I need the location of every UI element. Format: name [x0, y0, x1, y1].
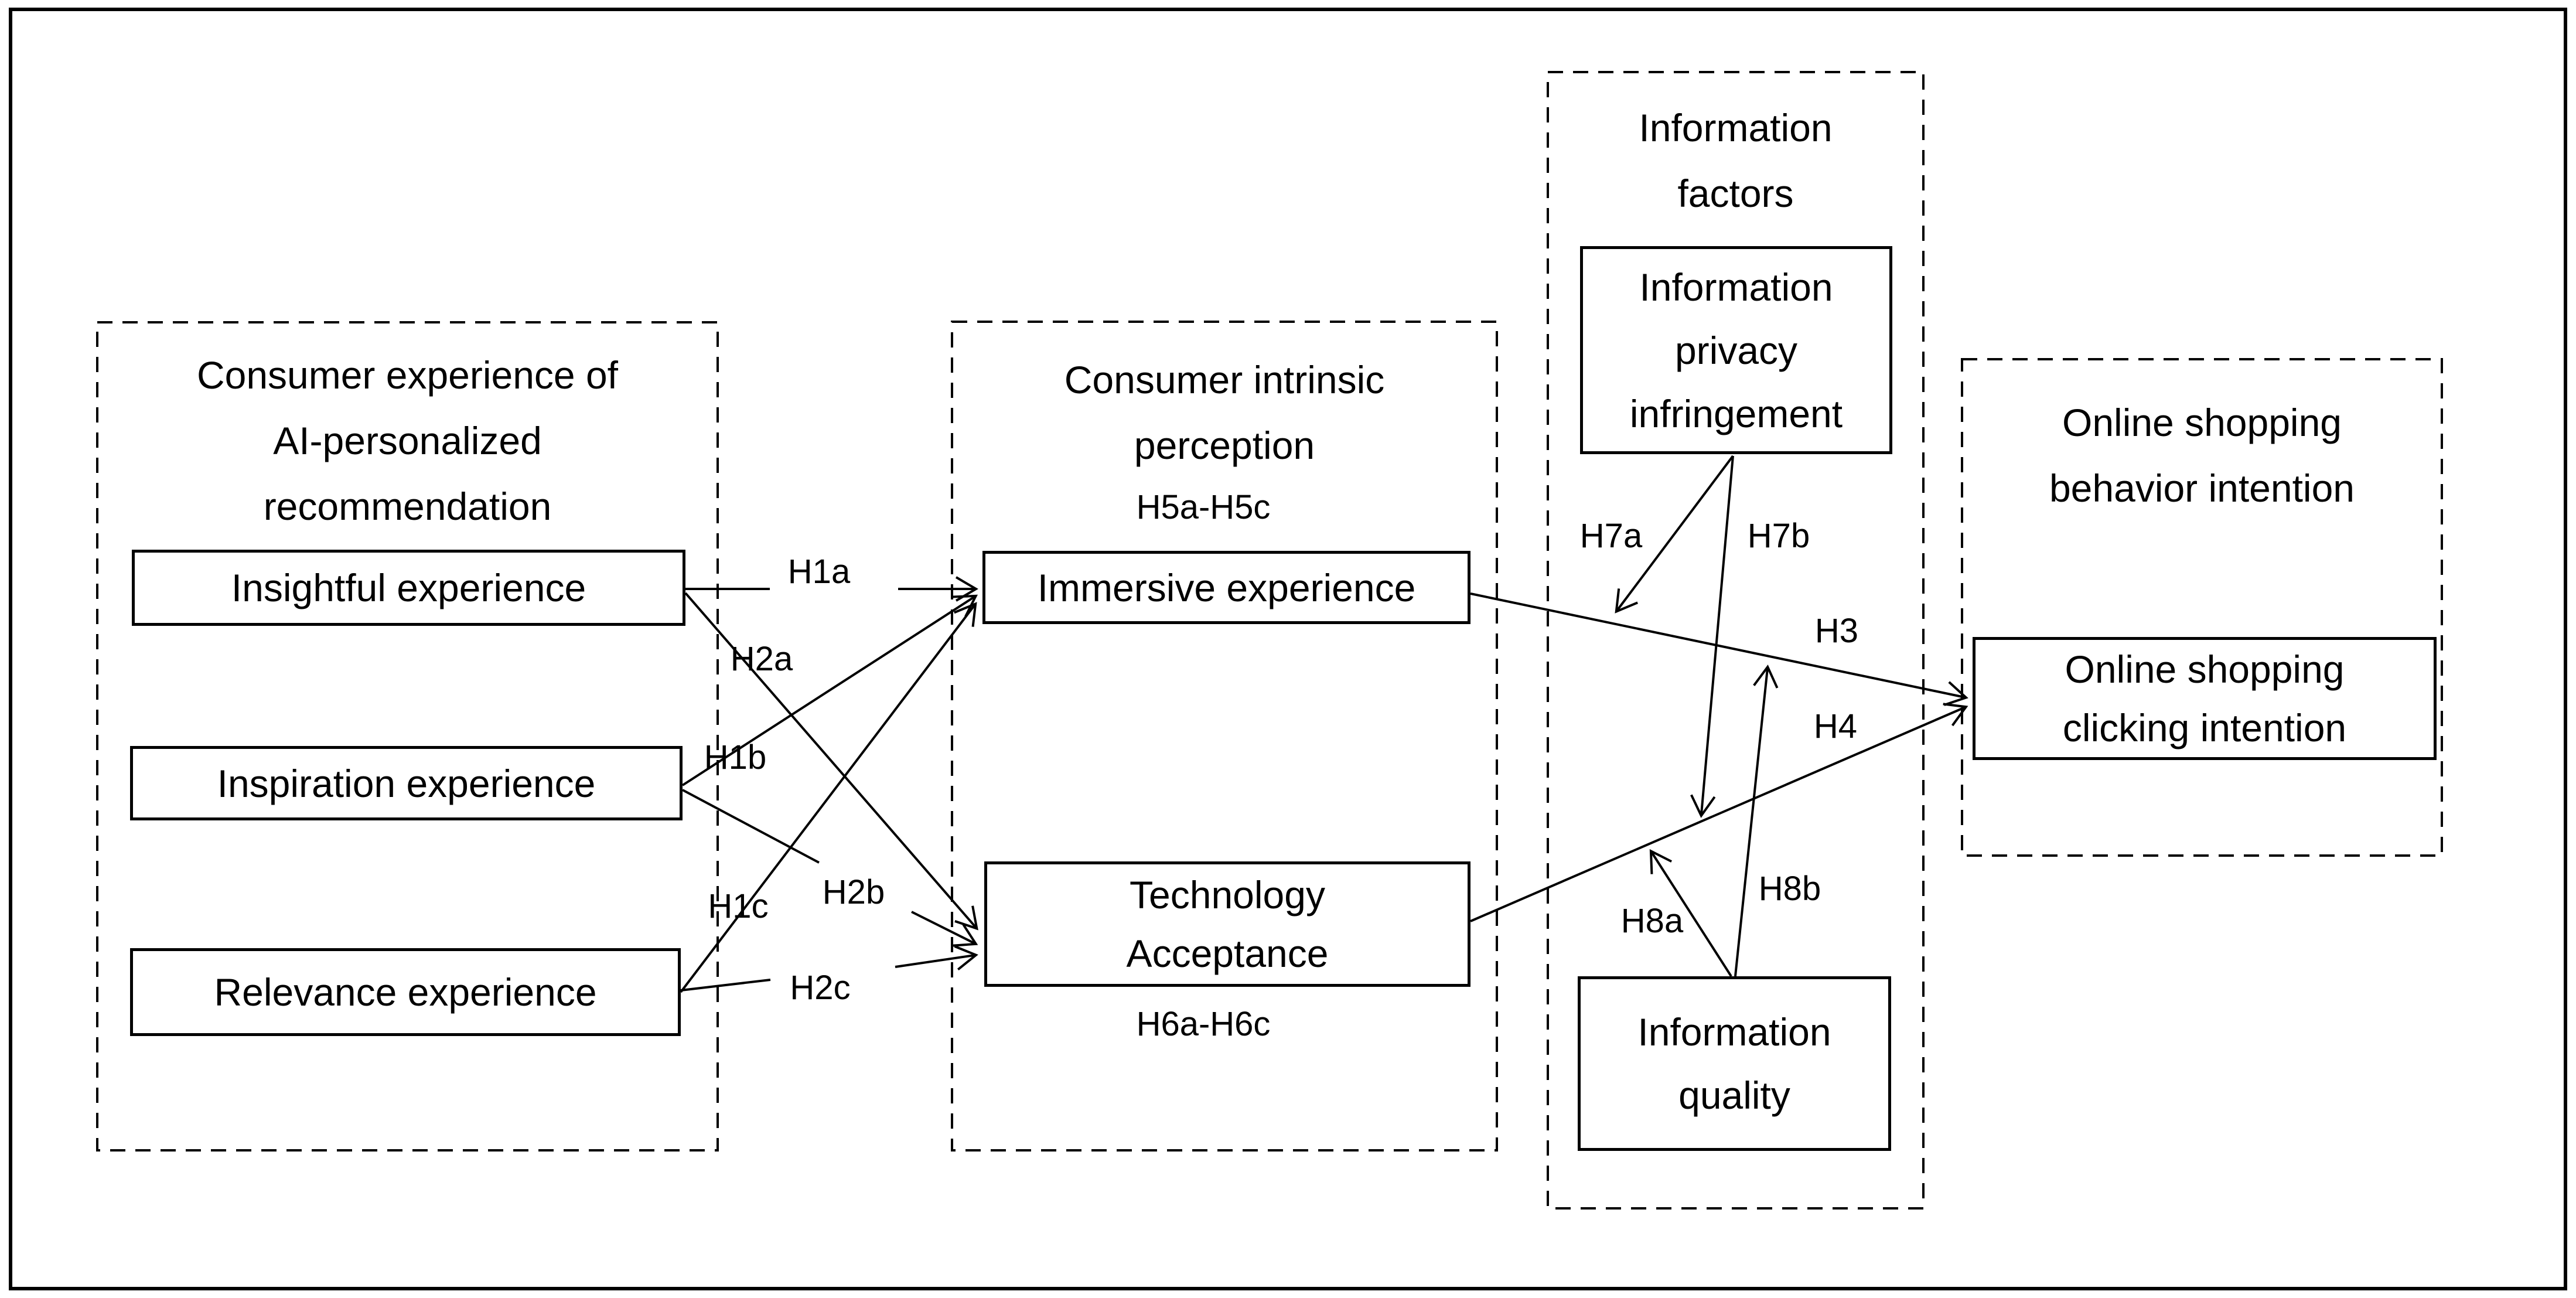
node-technology-acceptance: Technology Acceptance — [984, 861, 1470, 987]
behavior-group-outline — [1961, 358, 2443, 857]
node-insightful-experience: Insightful experience — [132, 550, 685, 626]
node-relevance-experience: Relevance experience — [130, 948, 681, 1036]
hypothesis-label-h4: H4 — [1813, 707, 1858, 745]
arrow-h1c — [680, 602, 977, 993]
node-inspiration-experience: Inspiration experience — [130, 746, 683, 820]
information-group-title: Information factors — [1548, 95, 1923, 226]
node-immersive-experience: Immersive experience — [982, 551, 1470, 624]
node-immersive-experience-label: Immersive experience — [1037, 565, 1416, 609]
node-information-quality-label-line: quality — [1678, 1074, 1790, 1117]
arrow-h3 — [1470, 592, 1968, 706]
hypothesis-label-h3: H3 — [1814, 612, 1859, 650]
node-online-shopping-clicking-intention: Online shopping clicking intention — [1973, 637, 2437, 760]
arrow-h7a — [1615, 455, 1734, 614]
information-group-outline — [1547, 71, 1925, 1210]
perception-group-outline — [951, 321, 1498, 1151]
arrow-h8b — [1734, 665, 1779, 977]
behavior-group-title-line: behavior intention — [2049, 466, 2355, 510]
information-group-title-line: Information — [1639, 106, 1833, 149]
hypothesis-label-h6: H6a-H6c — [1136, 1005, 1271, 1043]
node-technology-acceptance-label-line: Technology — [1130, 873, 1325, 917]
perception-group-title-line: perception — [1134, 424, 1315, 467]
hypothesis-label-h1a: H1a — [787, 553, 851, 591]
hypothesis-label-h2c: H2c — [790, 969, 851, 1007]
node-insightful-experience-label: Insightful experience — [231, 566, 586, 609]
experience-group-title-line: AI-personalized — [273, 419, 542, 462]
node-technology-acceptance-label-line: Acceptance — [1126, 932, 1329, 975]
node-information-quality: Information quality — [1578, 976, 1891, 1151]
hypothesis-label-h2a: H2a — [730, 640, 793, 678]
experience-group-title-line: Consumer experience of — [196, 353, 619, 397]
arrow-h2a — [684, 592, 978, 931]
arrow-h8a — [1649, 849, 1732, 977]
behavior-group-title: Online shopping behavior intention — [1962, 390, 2442, 521]
node-information-quality-label-line: Information — [1637, 1010, 1831, 1054]
arrow-h4 — [1470, 703, 1968, 922]
node-inspiration-experience-label: Inspiration experience — [217, 761, 596, 805]
information-group-title-line: factors — [1677, 172, 1794, 215]
behavior-group-title-line: Online shopping — [2062, 401, 2342, 444]
experience-group-outline — [96, 321, 719, 1151]
arrow-h2c — [895, 945, 978, 971]
node-information-privacy-infringement: Information privacy infringement — [1580, 246, 1892, 454]
arrow-h1b — [681, 594, 978, 786]
arrow-h2b-tail — [682, 789, 820, 864]
node-online-shopping-clicking-intention-label-line: clicking intention — [2062, 706, 2347, 749]
perception-group-title-line: Consumer intrinsic — [1064, 358, 1385, 401]
node-information-privacy-infringement-label-line: privacy — [1674, 328, 1798, 372]
arrow-h7b — [1690, 455, 1734, 818]
node-information-privacy-infringement-label-line: infringement — [1629, 391, 1843, 435]
hypothesis-label-h2b: H2b — [822, 873, 885, 911]
arrow-h2b — [911, 911, 978, 947]
outer-border — [9, 8, 2567, 1290]
experience-group-title-line: recommendation — [263, 485, 552, 528]
hypothesis-label-h1c: H1c — [708, 887, 769, 925]
hypothesis-label-h7b: H7b — [1747, 517, 1810, 555]
perception-group-title: Consumer intrinsic perception — [952, 347, 1497, 478]
experience-group-title: Consumer experience of AI-personalized r… — [97, 342, 718, 539]
hypothesis-label-h7a: H7a — [1579, 517, 1643, 555]
hypothesis-label-h5: H5a-H5c — [1136, 488, 1271, 526]
hypothesis-label-h8a: H8a — [1620, 902, 1684, 940]
node-information-privacy-infringement-label-line: Information — [1639, 265, 1833, 309]
arrow-h2c-tail — [680, 979, 771, 992]
hypothesis-label-h8b: H8b — [1758, 870, 1821, 908]
node-online-shopping-clicking-intention-label-line: Online shopping — [2065, 648, 2345, 691]
hypothesis-label-h1b: H1b — [704, 738, 767, 776]
node-relevance-experience-label: Relevance experience — [214, 970, 597, 1014]
